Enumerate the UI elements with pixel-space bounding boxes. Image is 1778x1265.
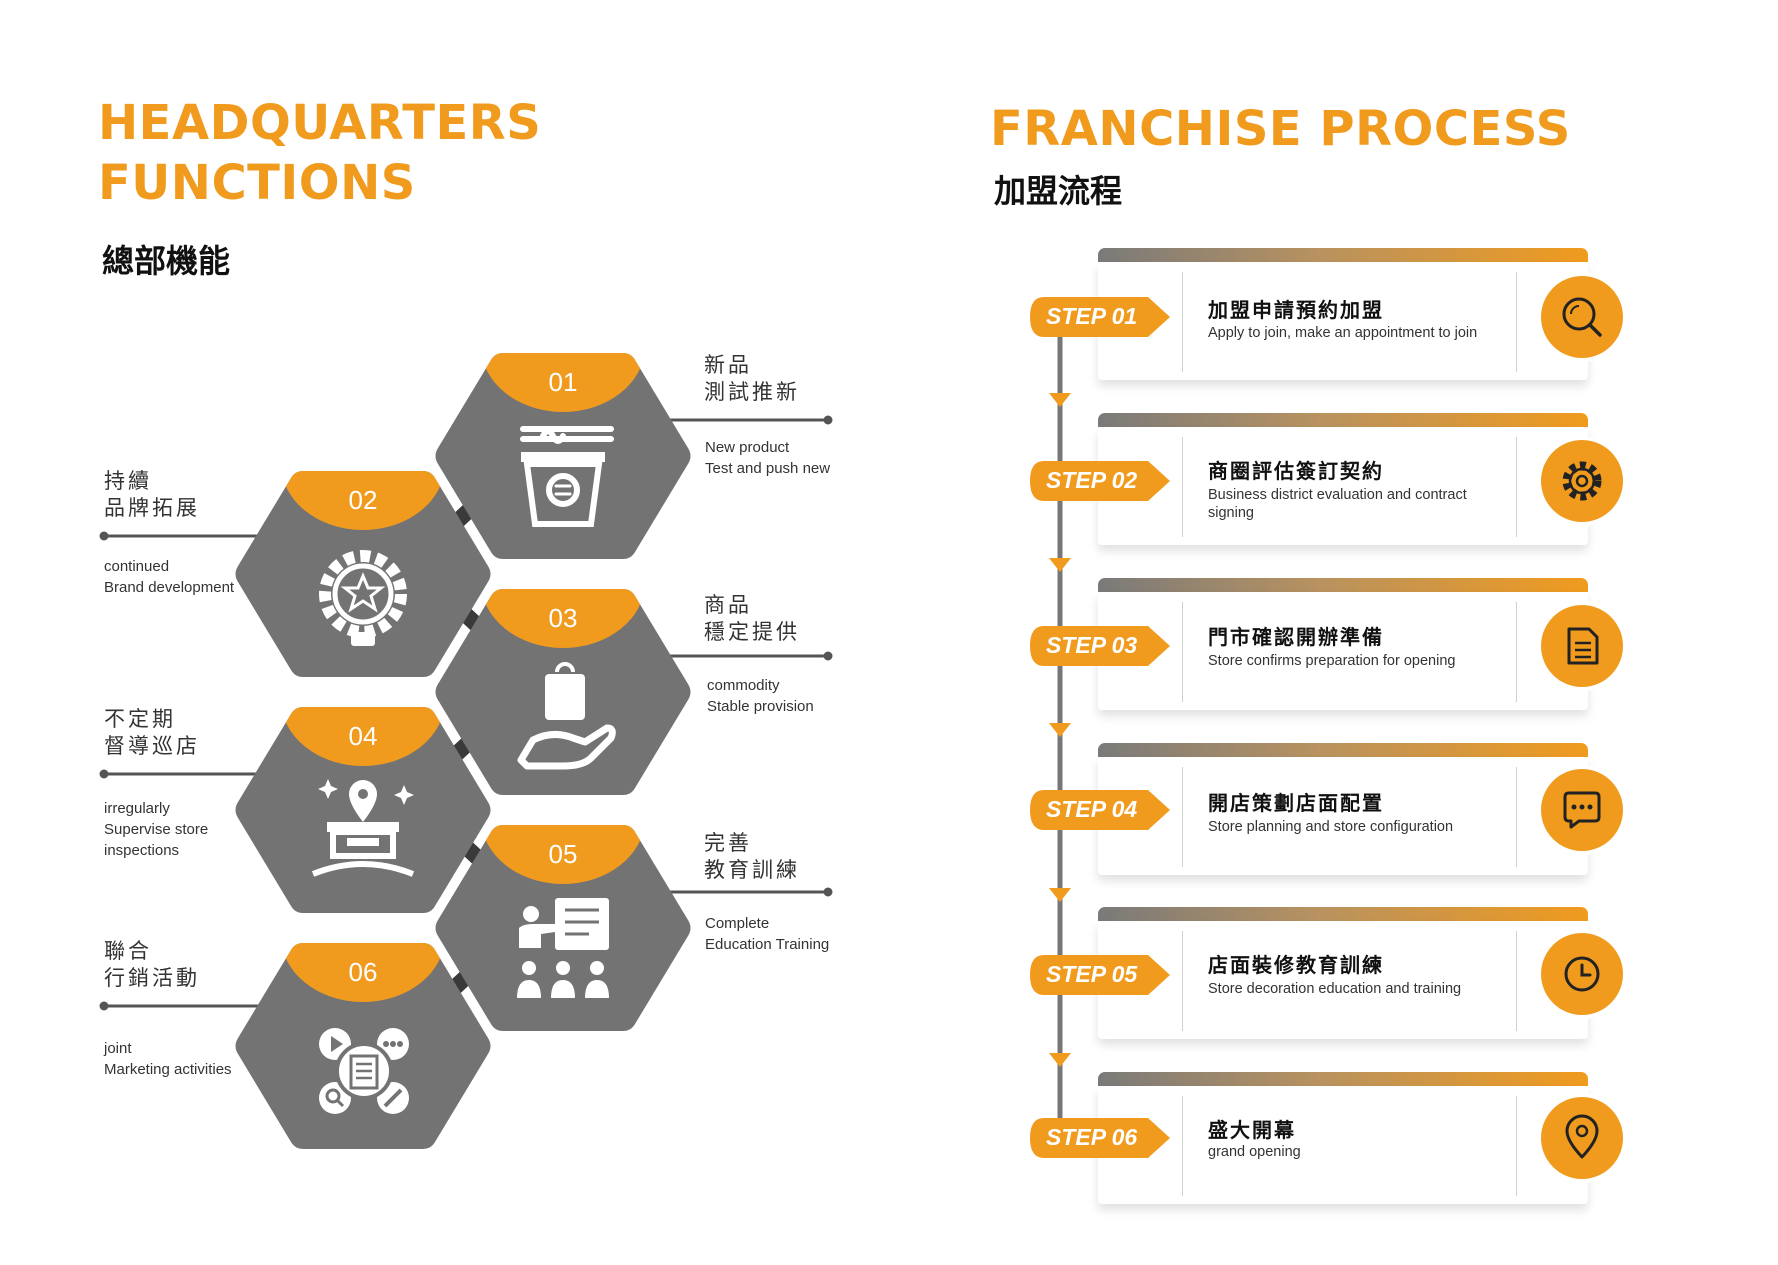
hex-01: 01 <box>435 353 691 559</box>
hq-title-line2: FUNCTIONS <box>98 155 416 211</box>
step-tag-label-wrap: STEP 05 <box>1030 955 1170 995</box>
hq-label-05-en: Complete Education Training <box>705 915 830 953</box>
step-01-en: Apply to join, make an appointment to jo… <box>1208 325 1478 341</box>
gear-star-bulb-icon <box>319 550 407 646</box>
hex-number: 01 <box>549 367 578 397</box>
hq-label-01-zh: 新品 測試推新 <box>704 353 800 404</box>
divider <box>1182 931 1183 1031</box>
divider <box>1516 767 1517 867</box>
step-05-label: STEP 05 <box>1046 961 1138 987</box>
hand-bag-icon <box>517 662 616 770</box>
step-04-zh: 開店策劃店面配置 <box>1208 791 1384 815</box>
divider <box>1516 931 1517 1031</box>
step-02-zh: 商圈評估簽訂契約 <box>1208 459 1384 483</box>
hq-label-06-en: joint Marketing activities <box>104 1040 232 1078</box>
timeline-line <box>1049 330 1071 1150</box>
step-05-card <box>1098 921 1588 1039</box>
step-tag-label-wrap: STEP 01 <box>1030 297 1170 337</box>
step-06-label: STEP 06 <box>1046 1124 1138 1150</box>
step-01-bar <box>1098 248 1588 262</box>
hex-04: 04 <box>235 707 491 913</box>
step-02-tag <box>1030 461 1170 501</box>
hex-number: 05 <box>549 839 578 869</box>
fp-title: FRANCHISE PROCESS <box>990 101 1571 157</box>
hq-label-04-en: irregularly Supervise store inspections <box>104 800 209 859</box>
divider <box>1182 767 1183 867</box>
step-01-zh: 加盟申請預約加盟 <box>1208 298 1384 322</box>
hq-label-02-zh: 持續 品牌拓展 <box>104 469 200 520</box>
hex-05: 05 <box>435 825 691 1031</box>
divider <box>1516 437 1517 537</box>
hex-03: 03 <box>435 589 691 795</box>
hq-title-line1: HEADQUARTERS <box>98 95 542 151</box>
step-05-tag <box>1030 955 1170 995</box>
step-06-card <box>1098 1086 1588 1204</box>
step-tag-label-wrap: STEP 02 <box>1030 461 1170 501</box>
location-pin-icon <box>1537 1093 1627 1183</box>
step-04-en: Store planning and store configuration <box>1208 819 1454 835</box>
clock-icon <box>1537 929 1627 1019</box>
step-02-bar <box>1098 413 1588 427</box>
hex-number: 02 <box>349 485 378 515</box>
hq-label-06-zh: 聯合 行銷活動 <box>104 939 200 990</box>
hq-label-01-en: New product Test and push new <box>705 439 831 477</box>
hex-diagram: 01 02 03 <box>99 353 833 1149</box>
marketing-icon <box>319 1028 409 1114</box>
step-06-zh: 盛大開幕 <box>1208 1118 1296 1142</box>
divider <box>1516 272 1517 372</box>
hex-number: 04 <box>349 721 378 751</box>
hex-06: 06 <box>235 943 491 1149</box>
hq-label-03-zh: 商品 穩定提供 <box>704 593 800 644</box>
leader-lines <box>99 415 833 1011</box>
hq-subtitle: 總部機能 <box>102 242 231 280</box>
step-03-bar <box>1098 578 1588 592</box>
step-02-card <box>1098 427 1588 545</box>
noodle-cup-icon <box>520 426 614 527</box>
chat-icon <box>1537 765 1627 855</box>
divider <box>1516 602 1517 702</box>
divider <box>1182 602 1183 702</box>
hex-02: 02 <box>235 471 491 677</box>
step-01-label: STEP 01 <box>1046 303 1138 329</box>
hq-label-03-en: commodity Stable provision <box>707 677 814 715</box>
hq-label-04-zh: 不定期 督導巡店 <box>104 707 200 758</box>
step-04-tag <box>1030 790 1170 830</box>
step-01-tag <box>1030 297 1170 337</box>
step-03-en: Store confirms preparation for opening <box>1208 653 1456 669</box>
search-icon <box>1537 272 1627 362</box>
hex-number: 03 <box>549 603 578 633</box>
step-03-tag <box>1030 626 1170 666</box>
step-01-card <box>1098 262 1588 380</box>
gear-icon <box>1537 436 1627 526</box>
step-02-label: STEP 02 <box>1046 467 1138 493</box>
step-06-tag <box>1030 1118 1170 1158</box>
divider <box>1516 1096 1517 1196</box>
step-05-bar <box>1098 907 1588 921</box>
step-05-zh: 店面裝修教育訓練 <box>1208 953 1384 977</box>
divider <box>1182 272 1183 372</box>
step-04-bar <box>1098 743 1588 757</box>
step-tag-label-wrap: STEP 04 <box>1030 790 1170 830</box>
hq-label-02-en: continued Brand development <box>104 558 235 596</box>
hq-label-05-zh: 完善 教育訓練 <box>704 831 800 882</box>
document-icon <box>1537 601 1627 691</box>
divider <box>1182 1096 1183 1196</box>
step-03-card <box>1098 592 1588 710</box>
divider <box>1182 437 1183 537</box>
hex-number: 06 <box>349 957 378 987</box>
step-04-card <box>1098 757 1588 875</box>
step-03-zh: 門市確認開辦準備 <box>1208 625 1384 649</box>
step-04-label: STEP 04 <box>1046 796 1138 822</box>
step-06-en: grand opening <box>1208 1144 1301 1160</box>
step-06-bar <box>1098 1072 1588 1086</box>
step-tag-label-wrap: STEP 03 <box>1030 626 1170 666</box>
step-05-en: Store decoration education and training <box>1208 981 1462 997</box>
fp-subtitle: 加盟流程 <box>994 172 1123 210</box>
step-tag-label-wrap: STEP 06 <box>1030 1118 1170 1158</box>
step-02-en: Business district evaluation and contrac… <box>1208 487 1467 521</box>
store-pin-icon <box>311 779 415 877</box>
training-class-icon <box>517 898 609 998</box>
step-03-label: STEP 03 <box>1046 632 1138 658</box>
